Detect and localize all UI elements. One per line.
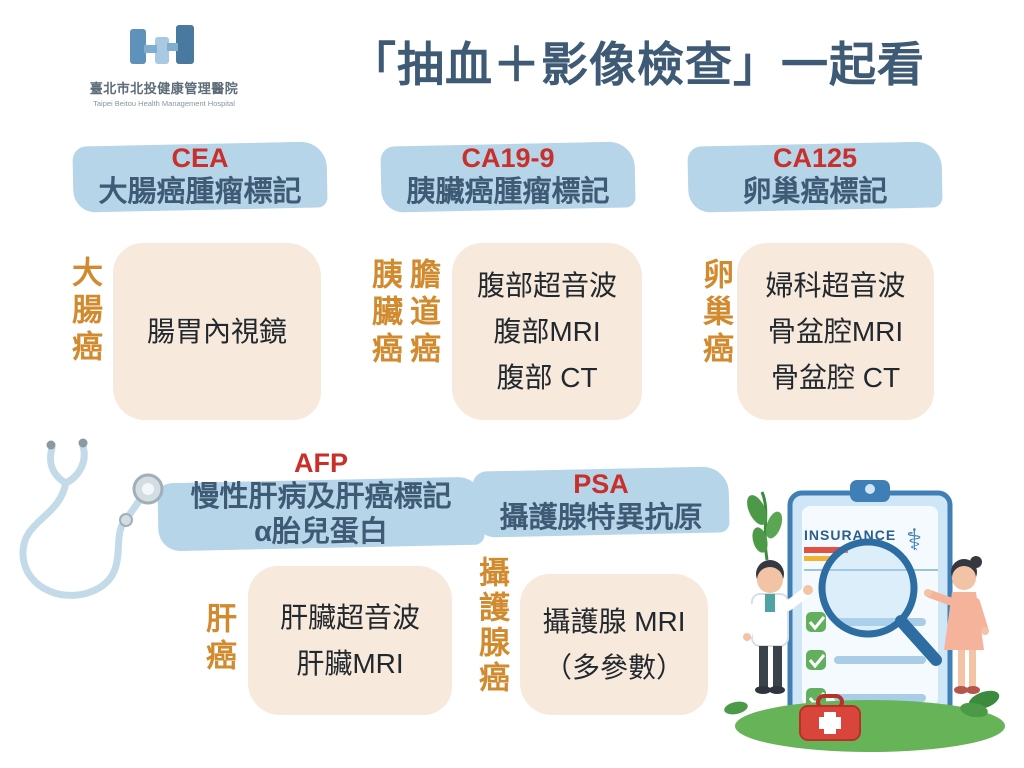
marker-name: CA125 xyxy=(772,143,858,173)
exam-item: 腹部超音波 xyxy=(476,269,617,301)
card-header-cea: CEA 大腸癌腫瘤標記 xyxy=(72,141,328,213)
exam-box-psa: 攝護腺 MRI （多參數） xyxy=(520,574,708,715)
exam-box-afp: 肝臟超音波 肝臟MRI xyxy=(248,566,452,715)
organ-labels-pancreas-bile: 胰臟癌 膽道癌 xyxy=(366,258,440,369)
exam-item: 腹部 CT xyxy=(496,361,598,393)
organ-label-prostate: 攝護腺癌 xyxy=(474,556,509,696)
exam-item: 骨盆腔MRI xyxy=(767,315,904,347)
exam-item: 腸胃內視鏡 xyxy=(146,315,287,347)
marker-subtitle: 慢性肝病及肝癌標記 xyxy=(190,481,452,513)
hospital-name-en: Taipei Beitou Health Management Hospital xyxy=(93,99,235,108)
marker-subtitle-2: α胎兒蛋白 xyxy=(254,516,388,548)
caduceus-icon: ⚕ xyxy=(906,524,922,557)
organ-label-colon: 大腸癌 xyxy=(67,256,102,367)
marker-name: PSA xyxy=(573,469,629,499)
card-header-afp: AFP 慢性肝病及肝癌標記 α胎兒蛋白 xyxy=(157,446,485,552)
insurance-label: INSURANCE xyxy=(804,527,896,543)
organ-label-pancreas: 胰臟癌 xyxy=(367,258,402,369)
checklist-row xyxy=(806,650,926,670)
exam-item: 肝臟超音波 xyxy=(279,601,420,633)
page-title: 「抽血＋影像檢查」一起看 xyxy=(349,38,925,91)
person-right xyxy=(924,556,989,694)
exam-box-cea: 腸胃內視鏡 xyxy=(113,243,321,420)
marker-subtitle: 大腸癌腫瘤標記 xyxy=(98,176,302,208)
insurance-illustration: INSURANCE ⚕ xyxy=(724,480,1005,752)
exam-item: 婦科超音波 xyxy=(765,269,906,301)
person-left xyxy=(743,560,813,694)
marker-name: CA19-9 xyxy=(461,143,555,173)
marker-name: AFP xyxy=(294,448,348,478)
exam-item: 骨盆腔 CT xyxy=(770,361,901,393)
marker-subtitle: 攝護腺特異抗原 xyxy=(499,502,703,534)
organ-label-liver: 肝癌 xyxy=(201,602,236,676)
exam-item: 攝護腺 MRI xyxy=(542,605,686,637)
exam-item: 肝臟MRI xyxy=(296,647,404,679)
plant-left xyxy=(747,491,783,561)
marker-subtitle: 卵巢癌標記 xyxy=(742,176,888,208)
card-header-ca125: CA125 卵巢癌標記 xyxy=(687,141,943,213)
organ-label-ovary: 卵巢癌 xyxy=(698,258,733,369)
exam-box-ca125: 婦科超音波 骨盆腔MRI 骨盆腔 CT xyxy=(737,243,934,420)
hospital-name: 臺北市北投健康管理醫院 xyxy=(89,81,239,96)
first-aid-kit xyxy=(799,694,861,741)
card-header-ca19-9: CA19-9 胰臟癌腫瘤標記 xyxy=(380,141,636,213)
stethoscope-illustration xyxy=(19,438,164,599)
hospital-building-icon xyxy=(130,25,194,64)
exam-item: 腹部MRI xyxy=(493,315,601,347)
exam-box-ca19-9: 腹部超音波 腹部MRI 腹部 CT xyxy=(452,243,642,420)
hospital-logo: 臺北市北投健康管理醫院 Taipei Beitou Health Managem… xyxy=(86,20,242,108)
marker-subtitle: 胰臟癌腫瘤標記 xyxy=(406,176,610,208)
card-header-psa: PSA 攝護腺特異抗原 xyxy=(472,466,730,538)
exam-item: （多參數） xyxy=(543,651,684,683)
plant-right xyxy=(724,690,1000,718)
marker-name: CEA xyxy=(171,143,229,173)
magnifier-icon xyxy=(818,538,942,666)
organ-label-bile-duct: 膽道癌 xyxy=(405,258,440,369)
